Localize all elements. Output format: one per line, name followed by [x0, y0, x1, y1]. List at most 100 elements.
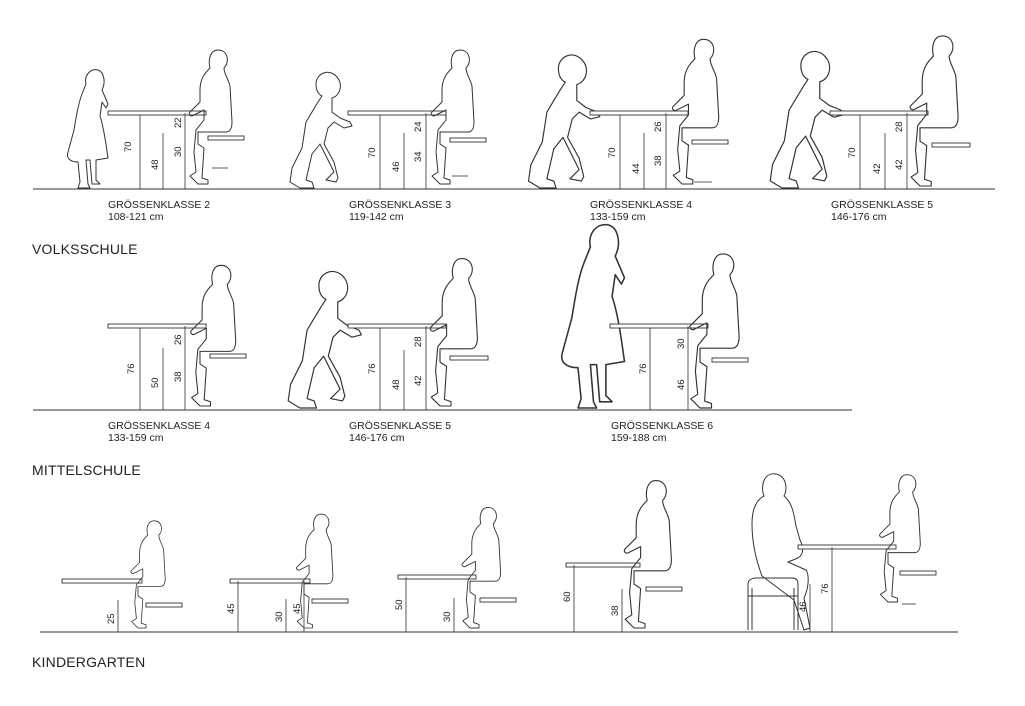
panel-volksschule-gk5: 70 42 28 42 GRÖSSENKLASSE 5 146-176 cm: [769, 35, 971, 223]
panel-kindergarten-4: 60 38: [562, 480, 683, 632]
desk-top: [797, 544, 897, 550]
size-range: 133-159 cm: [108, 432, 164, 444]
panel-mittelschule-gk6: 76 30 46 GRÖSSENKLASSE 6 159-188 cm: [560, 223, 749, 444]
chair-seat: [711, 357, 749, 363]
dim-table-height: 45: [226, 603, 237, 614]
panel-volksschule-gk4: 70 44 26 38 GRÖSSENKLASSE 4 133-159 cm: [527, 38, 729, 223]
dim-seat-height: 30: [442, 611, 453, 622]
dim-difference: 28: [413, 336, 424, 347]
desk-top: [609, 323, 709, 329]
dim-table-height: 76: [638, 363, 649, 374]
standing-girl-figure: [66, 69, 109, 189]
desk-top: [397, 574, 477, 580]
seated-child-figure: [461, 506, 502, 629]
dim-difference: 26: [653, 121, 664, 132]
size-class-label: GRÖSSENKLASSE 4: [590, 199, 692, 211]
desk-top: [107, 110, 207, 116]
size-range: 146-176 cm: [831, 211, 887, 223]
dim-table-height: 76: [126, 363, 137, 374]
dim-table-height: 60: [562, 591, 573, 602]
size-class-label: GRÖSSENKLASSE 5: [831, 199, 933, 211]
size-range: 159-188 cm: [611, 432, 667, 444]
size-class-label: GRÖSSENKLASSE 4: [108, 420, 210, 432]
dim-seat-height: 46: [391, 161, 402, 172]
seated-child-figure: [689, 253, 740, 409]
panel-kindergarten-2: 45 30 45: [226, 513, 349, 632]
dim-seat-height: 38: [610, 605, 621, 616]
chair-seat: [207, 135, 245, 141]
dim-difference: 28: [894, 121, 905, 132]
chair-seat: [645, 586, 683, 592]
seated-child-figure: [879, 474, 921, 603]
section-title-volksschule: VOLKSSCHULE: [32, 241, 138, 257]
size-class-label: GRÖSSENKLASSE 3: [349, 199, 451, 211]
size-range: 133-159 cm: [590, 211, 646, 223]
dim-difference: 30: [676, 338, 687, 349]
standing-adult-figure: [751, 473, 811, 631]
dim-seat-height: 30: [274, 611, 285, 622]
chair-seat: [931, 142, 971, 148]
panel-kindergarten-1: 25: [61, 520, 183, 632]
desk-top: [347, 323, 447, 329]
seated-child-figure: [623, 480, 672, 629]
panel-volksschule-gk3: 70 46 24 34 GRÖSSENKLASSE 3 119-142 cm: [289, 49, 487, 223]
dim-seat-height: 44: [631, 163, 642, 174]
seated-child-figure: [130, 520, 166, 629]
dim-seat-height: 46: [676, 379, 687, 390]
standing-girl-figure: [560, 223, 626, 409]
dim-knee: 42: [413, 375, 424, 386]
dim-table-height: 70: [847, 147, 858, 158]
desk-top: [229, 578, 311, 584]
dim-table-height: 70: [367, 147, 378, 158]
desk-top: [565, 562, 641, 568]
dim-difference: 26: [173, 334, 184, 345]
walking-child-figure: [769, 50, 844, 189]
dim-table-height: 76: [367, 363, 378, 374]
chair-seat: [479, 597, 517, 603]
chair-seat: [449, 137, 487, 143]
dim-knee: 38: [653, 155, 664, 166]
dim-difference: 24: [413, 121, 424, 132]
panel-mittelschule-gk5: 76 48 28 42 GRÖSSENKLASSE 5 146-176 cm: [287, 258, 489, 444]
desk-top: [107, 323, 207, 329]
panel-mittelschule-gk4: 76 50 26 38 GRÖSSENKLASSE 4 133-159 cm: [107, 264, 247, 444]
seated-child-figure: [188, 49, 233, 185]
dim-knee: 30: [173, 146, 184, 157]
seated-child-figure: [190, 264, 237, 407]
size-class-label: GRÖSSENKLASSE 6: [611, 420, 713, 432]
dim-seat-height: 50: [150, 377, 161, 388]
dim-knee: 38: [173, 371, 184, 382]
section-title-mittelschule: MITTELSCHULE: [32, 462, 141, 478]
desk-top: [61, 578, 143, 584]
panel-volksschule-gk2: 70 48 22 30 GRÖSSENKLASSE 2 108-121 cm: [66, 49, 245, 223]
chair-seat: [449, 355, 489, 361]
dim-difference: 22: [173, 117, 184, 128]
dim-table-height: 70: [123, 141, 134, 152]
size-class-label: GRÖSSENKLASSE 5: [349, 420, 451, 432]
dim-table-height-2: 45: [292, 603, 303, 614]
dim-table-height: 76: [820, 583, 831, 594]
dim-seat-height: 46: [798, 601, 809, 612]
desk-top: [589, 110, 689, 116]
dim-knee: 34: [413, 151, 424, 162]
dim-seat-height: 25: [106, 613, 117, 624]
chair-seat: [209, 353, 247, 359]
walking-child-figure: [287, 270, 362, 409]
seated-child-figure: [429, 258, 478, 407]
chair-seat: [311, 598, 349, 604]
size-range: 119-142 cm: [349, 211, 404, 223]
seated-child-figure: [430, 49, 475, 185]
size-class-label: GRÖSSENKLASSE 2: [108, 199, 210, 211]
stacking-stool: [747, 577, 799, 630]
dim-seat-height: 42: [872, 163, 883, 174]
section-title-kindergarten: KINDERGARTEN: [32, 654, 145, 670]
dim-table-height: 70: [607, 147, 618, 158]
panel-kindergarten-3: 50 30: [394, 506, 517, 632]
chair-seat: [899, 570, 937, 576]
walking-child-figure: [527, 54, 601, 189]
chair-seat: [145, 602, 183, 608]
dim-seat-height: 48: [150, 159, 161, 170]
size-range: 108-121 cm: [108, 211, 164, 223]
dim-seat-height: 48: [391, 379, 402, 390]
chair-seat: [691, 139, 729, 145]
